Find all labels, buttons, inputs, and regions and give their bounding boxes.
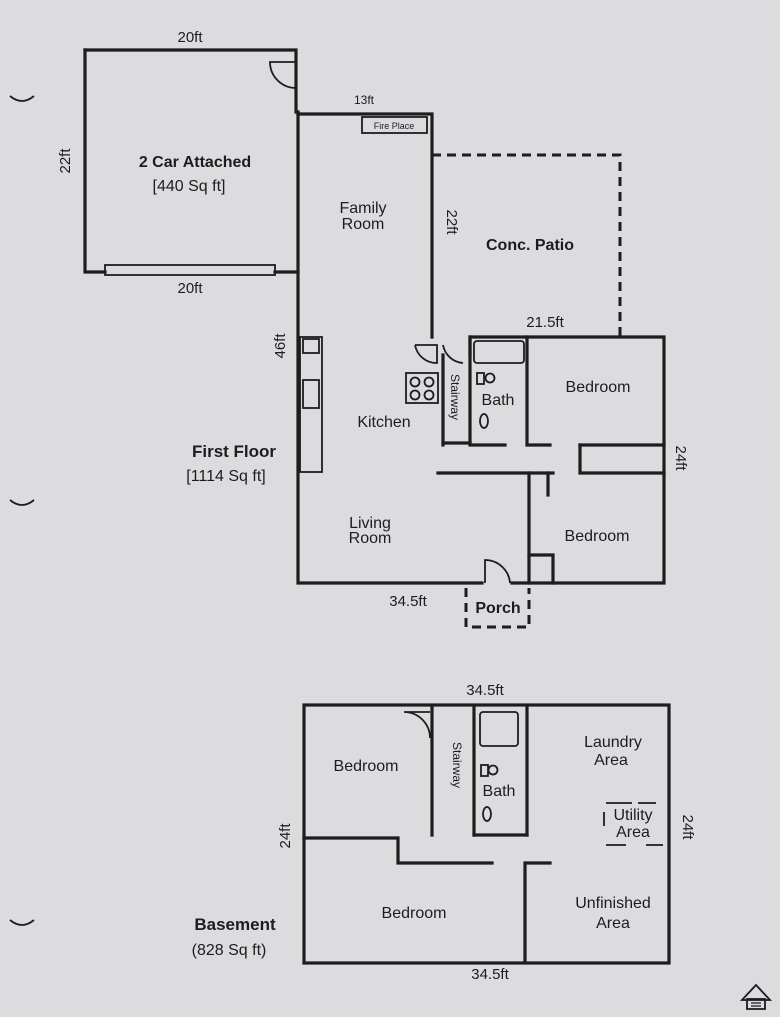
basement-outline: [302, 703, 671, 965]
living-room-label-1: Living: [349, 515, 391, 532]
basement-shower: [479, 711, 519, 747]
equal-housing-logo: [739, 983, 773, 1010]
kitchen-label: Kitchen: [357, 414, 410, 431]
first-floor-plan: 2 Car Attached [440 Sq ft] Fire Place Fa…: [57, 29, 689, 629]
house-outline: [296, 110, 666, 585]
kitchen-counters: [299, 336, 323, 473]
garage-door: [104, 264, 276, 276]
first-floor-area: [1114 Sq ft]: [186, 468, 265, 485]
laundry-label-1: Laundry: [584, 734, 642, 751]
family-room-label-2: Room: [342, 216, 385, 233]
basement-plan: Bedroom Stairway Bath Laundry Area Utili…: [192, 682, 696, 983]
unfinished-label-1: Unfinished: [575, 895, 651, 912]
first-floor-title: First Floor: [192, 442, 276, 461]
basement-stairway-label: Stairway: [450, 742, 464, 788]
basement-bottom-dim: 34.5ft: [471, 966, 509, 983]
front-door-swing: [484, 559, 511, 584]
stove: [405, 372, 439, 404]
house-bottom-dim: 34.5ft: [389, 593, 427, 610]
bath-label: Bath: [482, 392, 515, 409]
basement-area: (828 Sq ft): [192, 942, 267, 959]
bedroom-1-label: Bedroom: [566, 379, 631, 396]
unfinished-label-2: Area: [596, 915, 630, 932]
basement-bedroom-1-label: Bedroom: [334, 758, 399, 775]
binder-marks: [9, 95, 35, 926]
sink: [479, 413, 489, 429]
interior-walls: [414, 335, 666, 585]
bath-fixtures: [473, 340, 525, 429]
basement-top-dim: 34.5ft: [466, 682, 504, 699]
house-left-dim: 46ft: [272, 333, 289, 359]
toilet: [484, 372, 496, 384]
basement-bath-label: Bath: [483, 783, 516, 800]
basement-left-dim: 24ft: [277, 823, 294, 849]
bathtub: [473, 340, 525, 364]
basement-right-dim: 24ft: [679, 814, 696, 840]
garage-name: 2 Car Attached: [139, 154, 251, 171]
utility-label-2: Area: [616, 824, 650, 841]
garage-bottom-dim: 20ft: [177, 280, 203, 297]
fireplace-label: Fire Place: [374, 121, 415, 131]
basement-sink: [482, 806, 492, 822]
house-right-dim: 24ft: [672, 445, 689, 471]
basement-interior-walls: [302, 706, 663, 962]
top-13-dim: 13ft: [354, 93, 375, 107]
fireplace: [361, 116, 428, 134]
patio-side-dim: 22ft: [443, 209, 460, 235]
garage-top-dim: 20ft: [177, 29, 203, 46]
basement-bedroom-2-label: Bedroom: [382, 905, 447, 922]
basement-door-swing: [403, 711, 431, 739]
patio-label: Conc. Patio: [486, 237, 574, 254]
garage-door-swing: [269, 61, 297, 89]
garage-area: [440 Sq ft]: [153, 178, 226, 195]
living-room-label-2: Room: [349, 530, 392, 547]
basement-bath-fixtures: [479, 711, 519, 822]
stair-door-swing: [414, 344, 438, 364]
porch-outline: [464, 588, 531, 629]
laundry-label-2: Area: [594, 752, 628, 769]
stairway-label: Stairway: [448, 374, 462, 420]
basement-toilet: [487, 764, 499, 776]
bedroom-2-label: Bedroom: [565, 528, 630, 545]
utility-label-1: Utility: [613, 807, 652, 824]
garage: [83, 48, 300, 276]
family-room-label-1: Family: [339, 200, 386, 217]
porch-label: Porch: [475, 600, 520, 617]
basement-title: Basement: [194, 915, 276, 934]
patio-outline: [432, 153, 622, 337]
patio-bottom-dim: 21.5ft: [526, 314, 564, 331]
garage-left-dim: 22ft: [57, 148, 74, 174]
